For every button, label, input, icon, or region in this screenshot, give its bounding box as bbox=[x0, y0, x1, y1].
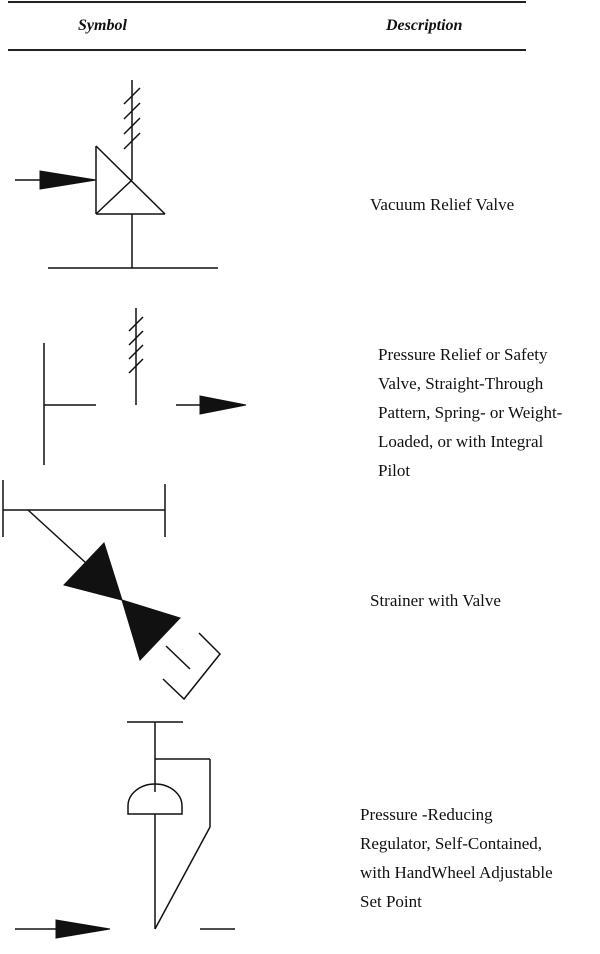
pressure-reducing-regulator-icon bbox=[15, 721, 235, 939]
pressure-relief-safety-valve-icon bbox=[43, 308, 247, 465]
symbol-column-header: Symbol bbox=[78, 17, 127, 34]
vacuum-relief-valve-icon bbox=[15, 80, 218, 269]
top-rule bbox=[8, 1, 526, 3]
description-strainer-with-valve: Strainer with Valve bbox=[370, 591, 501, 610]
description-column-header: Description bbox=[386, 17, 463, 34]
header-rule bbox=[8, 49, 526, 51]
strainer-with-valve-icon bbox=[2, 480, 222, 701]
description-pressure-relief-safety-valve: Pressure Relief or Safety Valve, Straigh… bbox=[378, 345, 563, 480]
description-vacuum-relief-valve: Vacuum Relief Valve bbox=[370, 195, 515, 214]
description-pressure-reducing-regulator: Pressure -Reducing Regulator, Self-Conta… bbox=[360, 805, 553, 911]
